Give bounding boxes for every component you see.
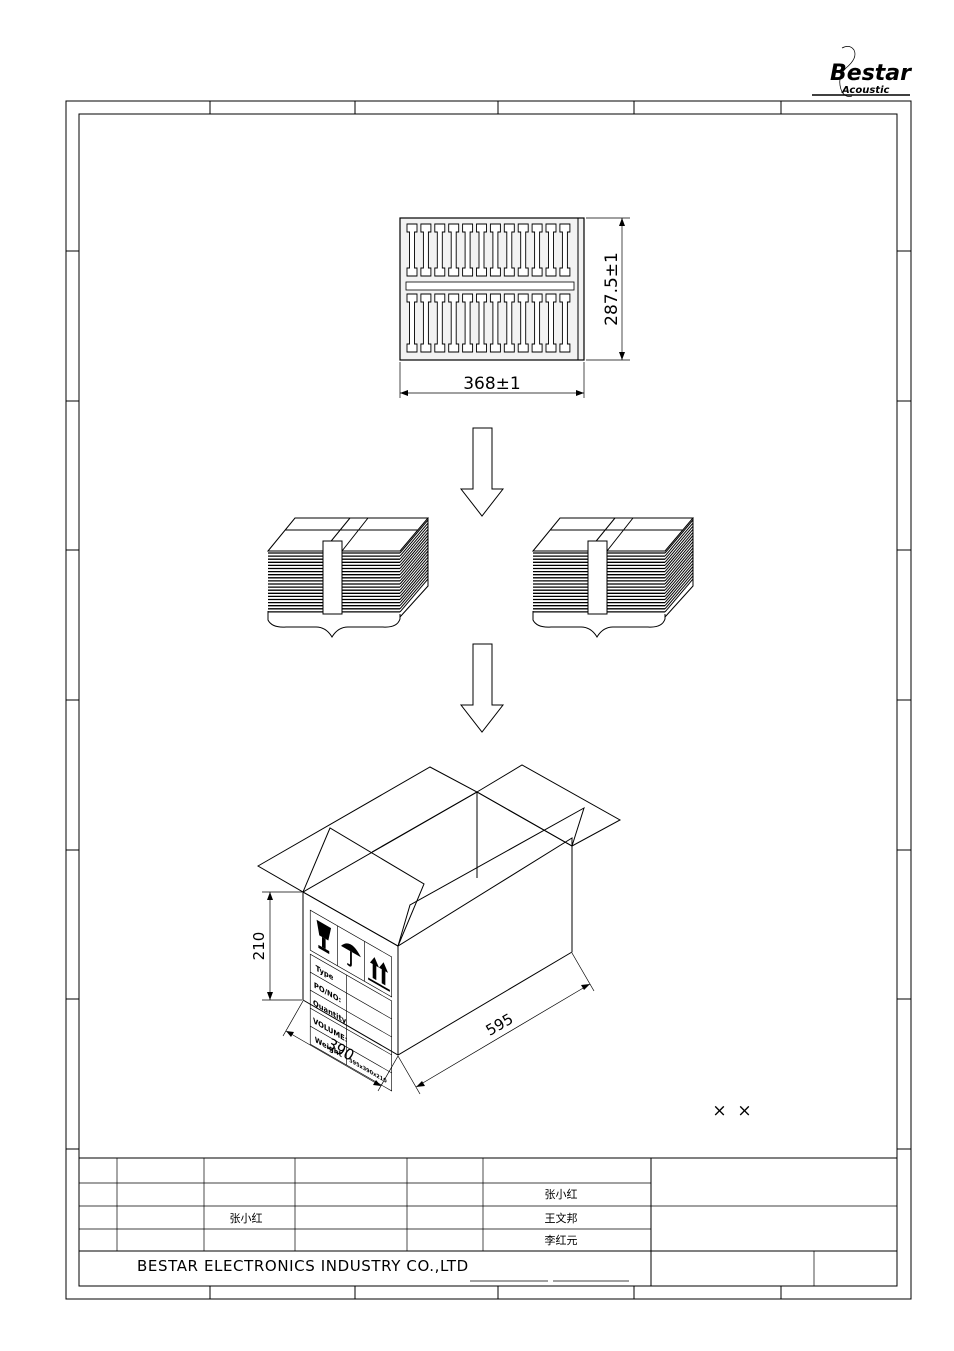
drawer-name: 李红元 bbox=[545, 1233, 578, 1247]
title-block: 张小红 王文邦 李红元 张小红 BESTAR ELECTRONICS INDUS… bbox=[79, 1157, 897, 1286]
umbrella-icon bbox=[341, 943, 361, 967]
tray-width-label: 368±1 bbox=[463, 374, 521, 394]
down-arrow-1 bbox=[459, 427, 505, 517]
tray-width-dimension: 368±1 bbox=[399, 362, 585, 398]
carton-length-label: 595 bbox=[483, 1010, 517, 1040]
checker-name: 王文邦 bbox=[545, 1211, 578, 1225]
tray-stack-right bbox=[531, 517, 695, 638]
logo-sub: Acoustic bbox=[841, 85, 890, 96]
logo-brand: Bestar bbox=[830, 61, 912, 86]
bestar-logo: Bestar Acoustic bbox=[812, 46, 912, 97]
approver-name: 张小红 bbox=[545, 1188, 578, 1201]
carton-length-dimension: 595 bbox=[397, 952, 595, 1095]
label-size-value: 595x390x210 bbox=[349, 1058, 387, 1085]
tray-top-view bbox=[399, 217, 585, 361]
down-arrow-2 bbox=[459, 643, 505, 733]
carton-label: Type PO/NO: Quantity VOLUME: Weight 595x… bbox=[309, 909, 393, 1092]
carton-box bbox=[256, 764, 622, 1056]
carton-height-label: 210 bbox=[250, 932, 268, 961]
drawing-frame bbox=[65, 100, 912, 1300]
note-marks: × × bbox=[712, 1101, 751, 1121]
designer-name: 张小红 bbox=[230, 1212, 263, 1225]
tray-height-dimension: 287.5±1 bbox=[586, 217, 630, 361]
this-side-up-icon bbox=[368, 957, 390, 992]
tray-stack-left bbox=[266, 517, 430, 638]
company-name: BESTAR ELECTRONICS INDUSTRY CO.,LTD bbox=[137, 1257, 469, 1275]
fragile-glass-icon bbox=[316, 919, 332, 955]
carton-height-dimension: 210 bbox=[250, 891, 302, 1001]
tray-height-label: 287.5±1 bbox=[602, 252, 622, 326]
label-row-type: Type bbox=[316, 963, 334, 982]
